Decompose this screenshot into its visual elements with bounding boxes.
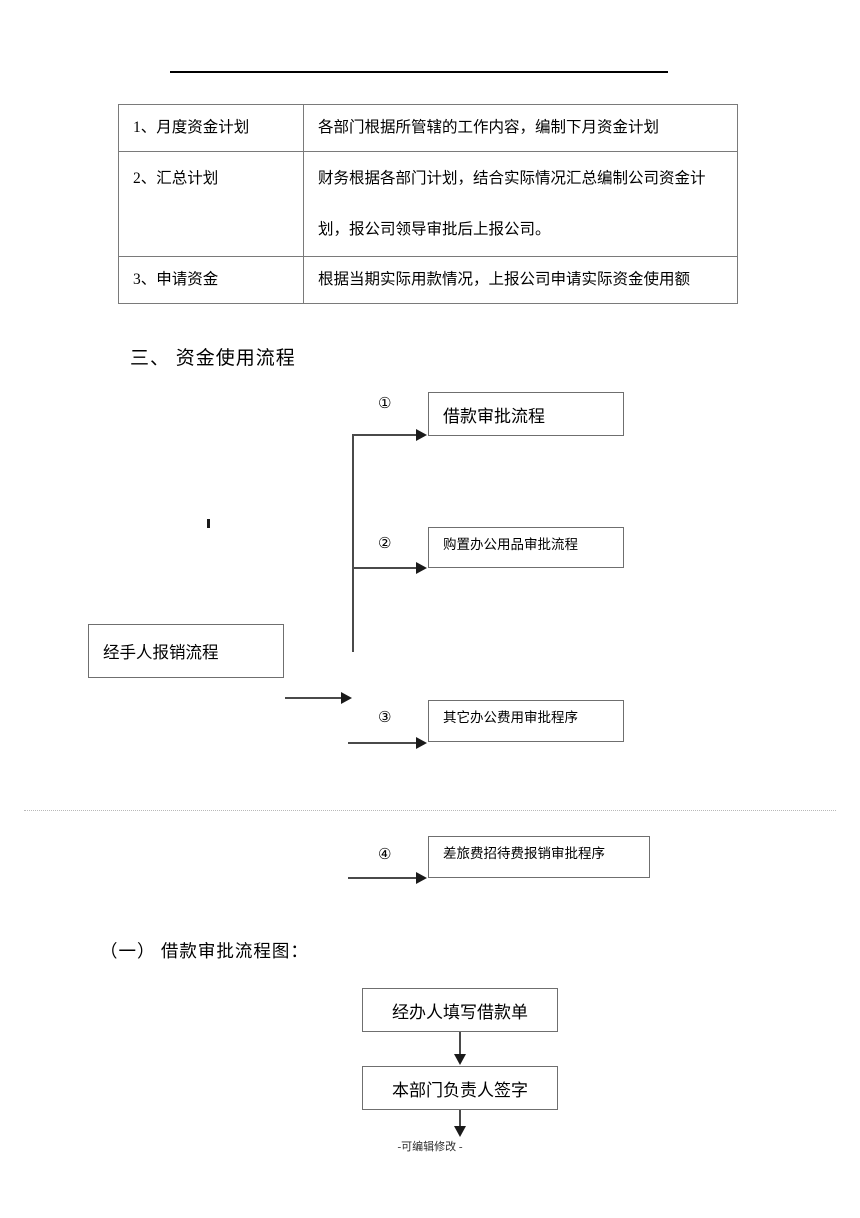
flow-connector-trunk — [352, 434, 354, 652]
flow-node-label: 借款审批流程 — [443, 406, 545, 426]
flow-node-label: 经办人填写借款单 — [392, 1002, 528, 1022]
flow-connector-branch-3 — [348, 742, 418, 744]
flow-connector-branch-1 — [352, 434, 418, 436]
table-cell-line: 划，报公司领导审批后上报公司。 — [318, 221, 551, 239]
flow-marker-3: ③ — [378, 708, 392, 726]
arrow-right-icon — [416, 429, 427, 441]
flow-connector-branch-4 — [348, 877, 418, 879]
table-row: 2、汇总计划 财务根据各部门计划，结合实际情况汇总编制公司资金计 划，报公司领导… — [118, 151, 738, 257]
arrow-right-icon — [416, 872, 427, 884]
table-cell-description: 各部门根据所管辖的工作内容，编制下月资金计划 — [303, 104, 738, 152]
flow-node-label: 其它办公费用审批程序 — [443, 710, 578, 725]
flow-connector-loan-1-2 — [459, 1032, 461, 1058]
funds-plan-table: 1、月度资金计划 各部门根据所管辖的工作内容，编制下月资金计划 2、汇总计划 财… — [118, 104, 738, 304]
flow-node-branch-1: 借款审批流程 — [428, 392, 624, 436]
flow-node-branch-3: 其它办公费用审批程序 — [428, 700, 624, 742]
table-row: 3、申请资金 根据当期实际用款情况，上报公司申请实际资金使用额 — [118, 256, 738, 304]
page-break-divider — [24, 810, 836, 811]
top-horizontal-rule — [170, 71, 668, 73]
flow-node-loan-1: 经办人填写借款单 — [362, 988, 558, 1032]
table-cell-line: 各部门根据所管辖的工作内容，编制下月资金计划 — [318, 119, 660, 137]
flow-connector-branch-2 — [352, 567, 418, 569]
flow-node-source: 经手人报销流程 — [88, 624, 284, 678]
section-heading-one: （一） 借款审批流程图： — [100, 941, 309, 961]
flow-node-loan-2: 本部门负责人签字 — [362, 1066, 558, 1110]
table-cell-label: 2、汇总计划 — [118, 151, 304, 257]
flow-connector-source-out — [285, 697, 343, 699]
footer-note: -可编辑修改 - — [397, 1141, 463, 1153]
table-cell-line: 根据当期实际用款情况，上报公司申请实际资金使用额 — [318, 271, 691, 289]
flow-marker-2: ② — [378, 534, 392, 552]
flow-node-label: 本部门负责人签字 — [392, 1080, 528, 1100]
arrow-right-icon — [341, 692, 352, 704]
table-cell-description: 财务根据各部门计划，结合实际情况汇总编制公司资金计 划，报公司领导审批后上报公司… — [303, 151, 738, 257]
flow-node-label: 经手人报销流程 — [103, 643, 219, 662]
arrow-down-icon — [454, 1054, 466, 1065]
table-cell-label: 1、月度资金计划 — [118, 104, 304, 152]
flow-node-branch-2: 购置办公用品审批流程 — [428, 527, 624, 568]
table-cell-line: 财务根据各部门计划，结合实际情况汇总编制公司资金计 — [318, 170, 706, 187]
section-heading-three: 三、 资金使用流程 — [130, 348, 296, 369]
table-row: 1、月度资金计划 各部门根据所管辖的工作内容，编制下月资金计划 — [118, 104, 738, 152]
flow-marker-1: ① — [378, 394, 392, 412]
arrow-right-icon — [416, 562, 427, 574]
table-cell-label: 3、申请资金 — [118, 256, 304, 304]
stray-mark — [207, 519, 210, 528]
flow-marker-4: ④ — [378, 845, 392, 863]
flow-node-label: 差旅费招待费报销审批程序 — [443, 846, 605, 861]
arrow-down-icon — [454, 1126, 466, 1137]
arrow-right-icon — [416, 737, 427, 749]
flow-node-label: 购置办公用品审批流程 — [443, 537, 578, 552]
flow-node-branch-4: 差旅费招待费报销审批程序 — [428, 836, 650, 878]
table-cell-description: 根据当期实际用款情况，上报公司申请实际资金使用额 — [303, 256, 738, 304]
flow-connector-loan-2-out — [459, 1110, 461, 1130]
